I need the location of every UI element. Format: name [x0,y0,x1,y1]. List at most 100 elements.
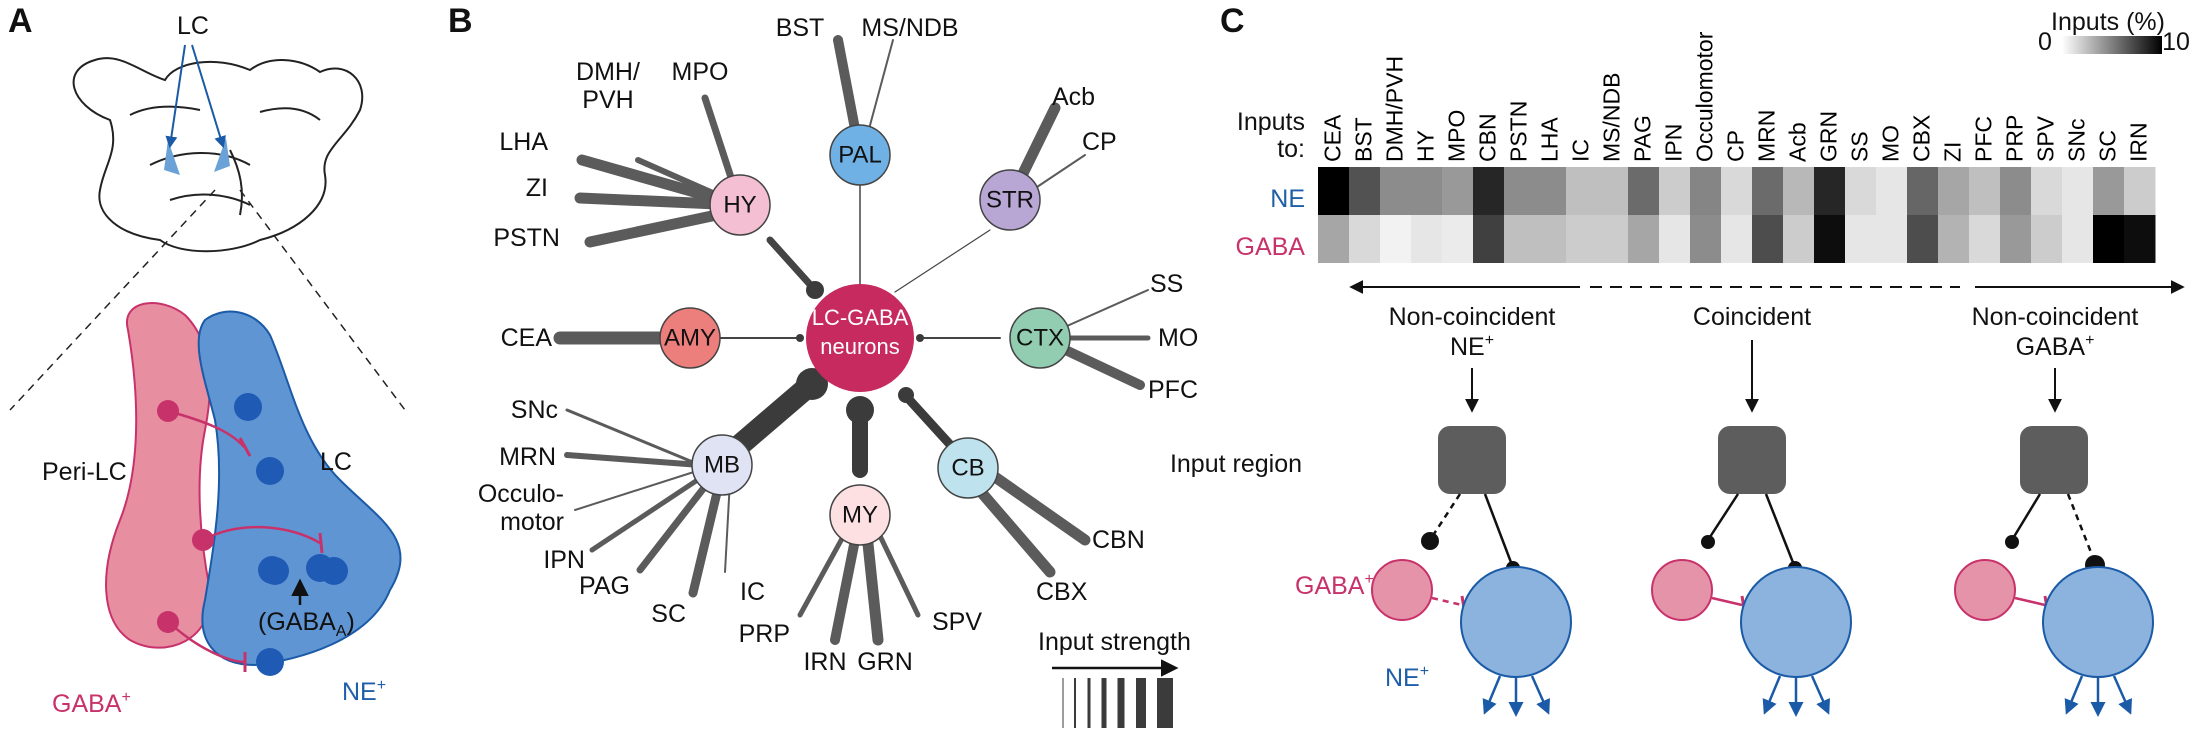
heatmap-cell-ne [1566,167,1598,215]
lc-region-label: LC [320,448,352,476]
heatmap-cell-gaba [1907,215,1939,263]
region-node-label-hy: HY [723,192,756,219]
label-cp: CP [1082,128,1117,156]
row-header-line1: Inputs [1237,108,1305,136]
heatmap-cell-gaba [2093,215,2125,263]
row-label-gaba: GABA [1236,233,1306,261]
region-node-label-cb: CB [951,455,984,482]
heatmap-cell-ne [1349,167,1381,215]
panel-b-letter: B [448,2,473,40]
region-node-amy [659,307,721,369]
label-ss: SS [1150,270,1183,298]
region-node-label-ctx: CTX [1016,325,1064,352]
heatmap-cell-ne [1783,167,1815,215]
heatmap-cell-ne [1628,167,1660,215]
heatmap-cell-gaba [1535,215,1567,263]
heatmap-cell-gaba [1752,215,1784,263]
column-label: HY [1413,130,1439,162]
label-mo: MO [1158,324,1198,352]
heatmap-cell-gaba [2000,215,2032,263]
input-region-label: Input region [1170,450,1302,478]
heatmap-cell-ne [1318,167,1350,215]
label-dmh: DMH/ [576,58,640,86]
region-node-pal [829,124,891,186]
heatmap-cell-gaba [1690,215,1722,263]
gaba-plus-label: GABA+ [52,689,131,718]
heatmap-cell-ne [1969,167,2001,215]
heatmap-cell-gaba [1628,215,1660,263]
label-cbn: CBN [1092,526,1145,554]
lc-arrow-right [191,44,226,149]
heatmap-cell-gaba [1845,215,1877,263]
column-label: DMH/PVH [1382,56,1408,162]
column-label: MPO [1444,110,1470,162]
category-1-line2: NE+ [1450,332,1494,361]
column-label: Occulomotor [1692,31,1718,162]
panel-c: C Inputs (%) 0 10 Inputs to: NE GABA CEA… [1170,2,2190,717]
column-label: MRN [1754,110,1780,162]
label-irn: IRN [803,648,846,676]
center-label-line1: LC-GABA [812,305,909,330]
ne-cell [261,557,289,585]
heatmap-cell-ne [1845,167,1877,215]
heatmap-cell-gaba [1411,215,1443,263]
heatmap-cell-gaba [1783,215,1815,263]
label-zi: ZI [526,174,548,202]
colorbar-title: Inputs (%) [2051,8,2165,36]
column-label: CBN [1475,113,1501,162]
peri-lc-label: Peri-LC [42,458,127,486]
column-label: ZI [1940,142,1966,162]
colorbar-max: 10 [2162,28,2190,56]
link-str [894,229,991,293]
category-3-line1: Non-coincident [1972,303,2139,331]
lc-top-label: LC [177,12,209,40]
input-region-box [1438,426,1506,494]
spoke-ic [724,479,731,573]
spoke-sc [688,475,725,598]
label-sc: SC [651,600,686,628]
column-label: MS/NDB [1599,73,1625,162]
column-label: BST [1351,117,1377,162]
label-spv: SPV [932,608,982,636]
region-node-my [829,484,891,546]
heatmap-cell-gaba [1349,215,1381,263]
motif-non-coincident-gaba [1954,426,2154,717]
column-label: Acb [1785,122,1811,162]
heatmap-cell-ne [1659,167,1691,215]
region-node-str [979,169,1041,231]
category-1-line1: Non-coincident [1389,303,1556,331]
colorbar-min: 0 [2038,28,2052,56]
ne-neuron [1740,566,1852,678]
ne-cell [234,393,262,421]
label-cbx: CBX [1036,578,1088,606]
column-label: CEA [1320,114,1346,162]
column-label: IRN [2126,122,2152,162]
ne-neuron [2042,566,2154,678]
lc-right-region [214,138,230,172]
heatmap-cell-gaba [1597,215,1629,263]
heatmap-cell-gaba [1566,215,1598,263]
heatmap-cell-ne [2062,167,2094,215]
gaba-neuron [1371,559,1433,621]
spoke-mrn [564,452,703,468]
region-node-label-amy: AMY [664,325,716,352]
input-strength-label: Input strength [1038,628,1191,656]
input-region-box [1718,426,1786,494]
heatmap-cell-ne [1907,167,1939,215]
heatmap-cell-ne [1876,167,1908,215]
ne-plus-label: NE+ [342,677,386,706]
label-pag: PAG [579,572,630,600]
spoke-occulomotor [574,469,701,511]
center-label-line2: neurons [820,334,900,359]
label-ic: IC [740,578,765,606]
heatmap-cell-ne [1442,167,1474,215]
heatmap-cell-gaba [1659,215,1691,263]
heatmap-cell-gaba [1380,215,1412,263]
region-node-ctx [1009,307,1071,369]
lc-left-region [164,140,180,175]
heatmap-cell-ne [1752,167,1784,215]
region-node-label-mb: MB [704,452,740,479]
gaba-cell [157,400,179,422]
